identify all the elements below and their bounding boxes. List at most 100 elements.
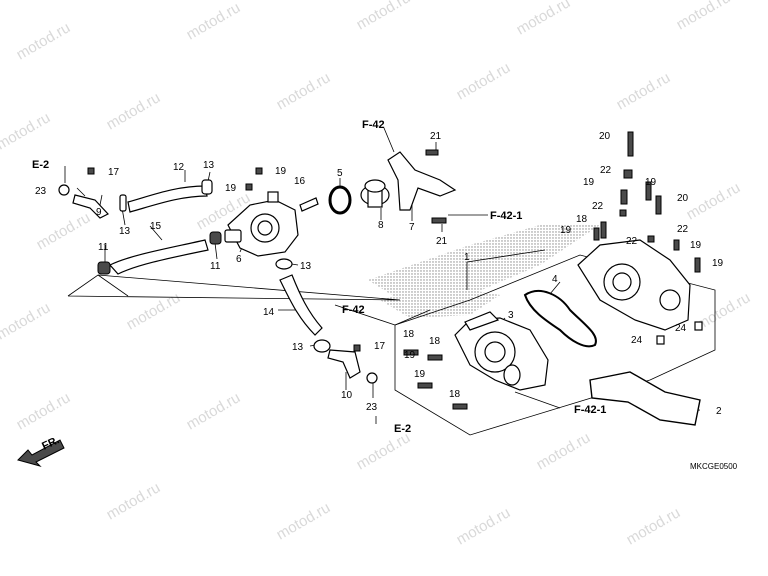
callout-12: 12 <box>173 162 185 173</box>
ref-f421-top[interactable]: F-42-1 <box>490 210 522 222</box>
front-direction-arrow: FR. <box>17 434 65 467</box>
callout-19: 19 <box>275 166 287 177</box>
bolt-19a <box>255 167 263 175</box>
callout-19: 19 <box>712 258 724 269</box>
callout-13: 13 <box>292 342 304 353</box>
watermark: motod.ru <box>674 0 734 33</box>
gasket-4 <box>523 290 597 348</box>
callout-11: 11 <box>98 242 109 253</box>
engine-screen-area <box>380 285 500 318</box>
clamp-11b <box>209 231 222 245</box>
diagram-code: MKCGE0500 <box>690 462 738 471</box>
callout-18: 18 <box>403 329 415 340</box>
group-outline <box>394 254 716 436</box>
part-callouts: 1 2 3 4 5 6 7 8 9 10 11 11 12 13 13 13 1… <box>35 131 724 417</box>
hose-15 <box>109 239 209 275</box>
callout-13: 13 <box>119 226 131 237</box>
callout-17: 17 <box>108 167 120 178</box>
watermark: motod.ru <box>14 389 74 433</box>
callout-24: 24 <box>631 335 643 346</box>
oring-23b <box>366 372 378 384</box>
ref-f421-bottom[interactable]: F-42-1 <box>574 404 606 416</box>
watermark: motod.ru <box>514 0 574 38</box>
group-outline <box>394 309 431 326</box>
bolt-19b <box>245 183 253 191</box>
callout-9: 9 <box>96 207 102 218</box>
callout-4: 4 <box>552 274 558 285</box>
dowel-24a <box>694 321 703 331</box>
callout-22: 22 <box>626 236 638 247</box>
thermostat-8 <box>360 179 390 208</box>
callout-19: 19 <box>645 177 657 188</box>
watermark: motod.ru <box>14 19 74 63</box>
watermark: motod.ru <box>124 289 184 333</box>
callout-2: 2 <box>716 406 722 417</box>
pipe-9 <box>72 194 109 219</box>
watermark: motod.ru <box>614 69 674 113</box>
clamp-11a <box>97 261 111 275</box>
callout-23: 23 <box>366 402 378 413</box>
bolts-pump <box>87 167 468 410</box>
callout-22: 22 <box>592 201 604 212</box>
thermostat-cover-7 <box>387 151 457 211</box>
group-outline <box>67 274 401 301</box>
callout-19: 19 <box>414 369 426 380</box>
callout-13: 13 <box>203 160 215 171</box>
watermark: motod.ru <box>0 109 53 153</box>
watermark: motod.ru <box>0 299 53 343</box>
ref-f42-top[interactable]: F-42 <box>362 119 385 131</box>
ref-e2-top[interactable]: E-2 <box>32 159 49 171</box>
ref-f42-mid[interactable]: F-42 <box>342 304 365 316</box>
callout-22: 22 <box>677 224 689 235</box>
watermark: motod.ru <box>454 59 514 103</box>
dowel-24b <box>656 335 665 345</box>
callout-8: 8 <box>378 220 384 231</box>
callout-18: 18 <box>449 389 461 400</box>
engine-screen-area <box>368 225 600 300</box>
pipe-10 <box>327 349 361 379</box>
callout-14: 14 <box>263 307 275 318</box>
watermark: motod.ru <box>454 504 514 548</box>
watermark: motod.ru <box>184 389 244 433</box>
callout-1: 1 <box>464 252 470 263</box>
callout-18: 18 <box>429 336 441 347</box>
bolts-right <box>593 131 701 273</box>
callout-7: 7 <box>409 222 415 233</box>
clamp-13a <box>119 194 127 212</box>
watermark: motod.ru <box>684 179 744 223</box>
callout-24: 24 <box>675 323 687 334</box>
callout-19: 19 <box>690 240 702 251</box>
callout-5: 5 <box>337 168 343 179</box>
hose-14 <box>279 274 323 336</box>
clamp-13c <box>275 258 293 270</box>
callout-19: 19 <box>560 225 572 236</box>
bolt-21b <box>431 217 447 224</box>
callout-17: 17 <box>374 341 386 352</box>
watermark: motod.ru <box>354 429 414 473</box>
watermark: motod.ru <box>274 499 334 543</box>
callout-10: 10 <box>341 390 353 401</box>
callout-6: 6 <box>236 254 242 265</box>
callout-21: 21 <box>436 236 448 247</box>
callout-11: 11 <box>210 261 221 272</box>
watermark: motod.ru <box>104 479 164 523</box>
callout-19: 19 <box>404 350 416 361</box>
gasket-2 <box>589 371 701 426</box>
watermark: motod.ru <box>104 89 164 133</box>
callout-23: 23 <box>35 186 47 197</box>
clamp-13d <box>313 339 331 353</box>
oring-5 <box>328 185 352 215</box>
callout-13: 13 <box>300 261 312 272</box>
callout-21: 21 <box>430 131 442 142</box>
bolt-21a <box>425 149 439 156</box>
callout-3: 3 <box>508 310 514 321</box>
callout-15: 15 <box>150 221 162 232</box>
callout-19: 19 <box>583 177 595 188</box>
sensor-16 <box>299 197 319 212</box>
group-outline <box>97 274 129 297</box>
watermark: motod.ru <box>624 504 684 548</box>
callout-19: 19 <box>225 183 237 194</box>
ref-e2-bottom[interactable]: E-2 <box>394 423 411 435</box>
